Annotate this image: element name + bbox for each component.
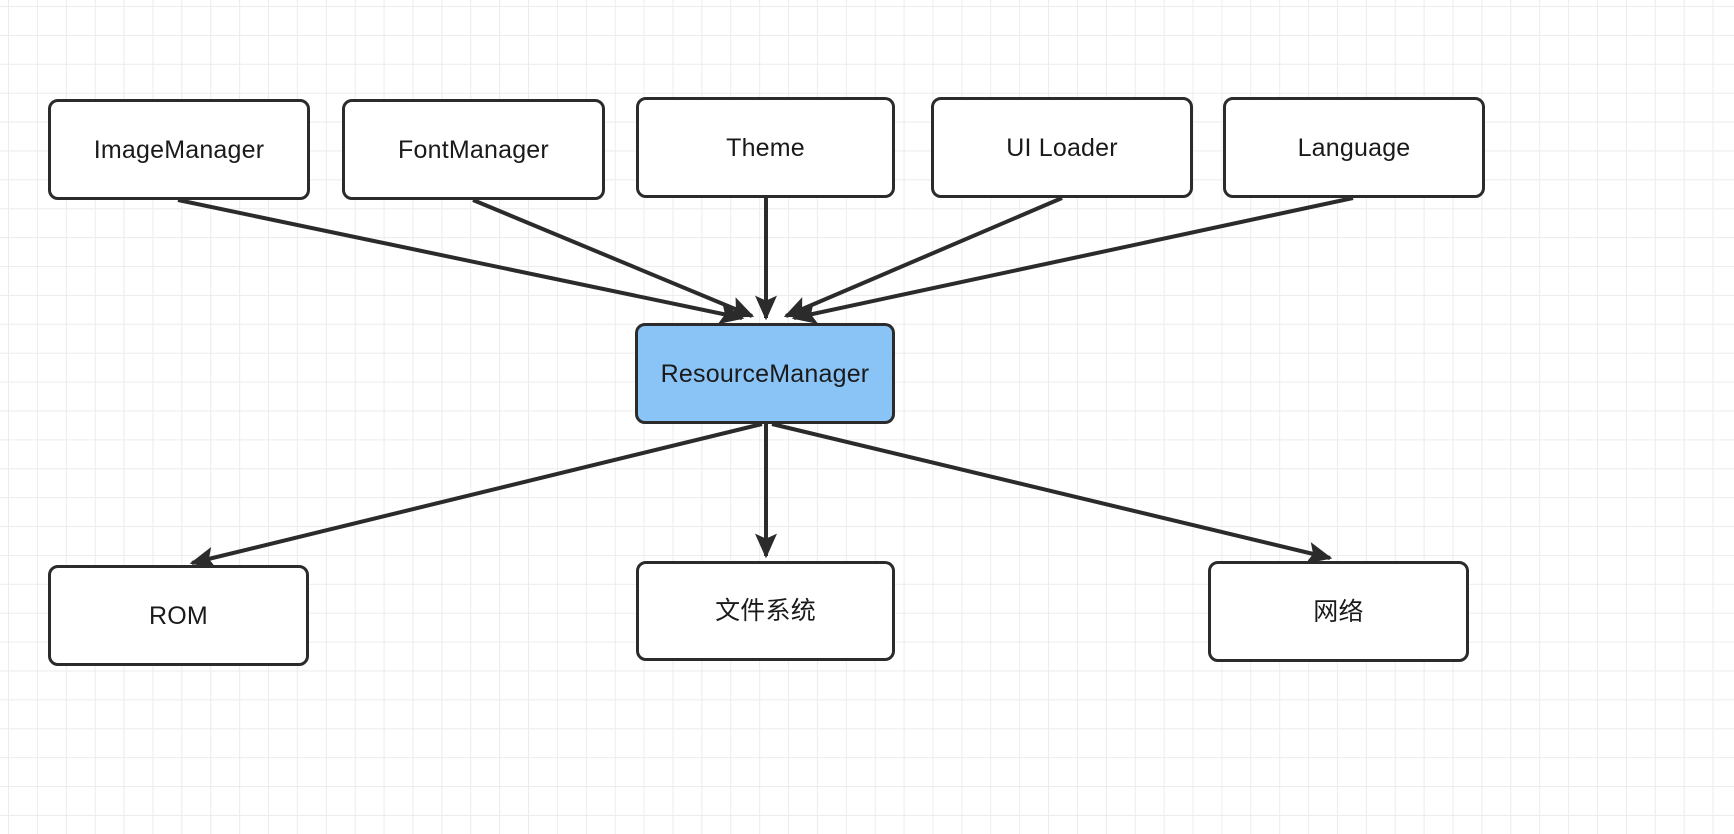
edge-resource-manager-to-rom xyxy=(189,422,763,569)
node-font-manager[interactable]: FontManager xyxy=(342,99,605,200)
node-label-image-manager: ImageManager xyxy=(93,135,265,164)
node-ui-loader[interactable]: UI Loader xyxy=(931,97,1193,198)
edge-resource-manager-to-network xyxy=(771,422,1333,564)
node-rom[interactable]: ROM xyxy=(48,565,309,666)
node-label-theme: Theme xyxy=(726,133,805,162)
node-label-file-system: 文件系统 xyxy=(715,597,816,625)
edge-font-manager-to-resource-manager xyxy=(472,198,755,318)
node-label-ui-loader: UI Loader xyxy=(1006,133,1118,162)
node-resource-manager[interactable]: ResourceManager xyxy=(635,323,895,424)
edge-ui-loader-to-resource-manager xyxy=(783,196,1063,318)
node-network[interactable]: 网络 xyxy=(1208,561,1469,662)
node-label-language: Language xyxy=(1297,133,1411,162)
node-language[interactable]: Language xyxy=(1223,97,1485,198)
node-label-rom: ROM xyxy=(149,601,208,630)
edge-image-manager-to-resource-manager xyxy=(177,198,745,325)
node-label-resource-manager: ResourceManager xyxy=(660,359,870,388)
node-file-system[interactable]: 文件系统 xyxy=(636,561,895,661)
node-theme[interactable]: Theme xyxy=(636,97,895,198)
node-label-font-manager: FontManager xyxy=(398,135,549,164)
edge-language-to-resource-manager xyxy=(791,196,1354,325)
node-label-network: 网络 xyxy=(1313,597,1364,626)
node-image-manager[interactable]: ImageManager xyxy=(48,99,310,200)
